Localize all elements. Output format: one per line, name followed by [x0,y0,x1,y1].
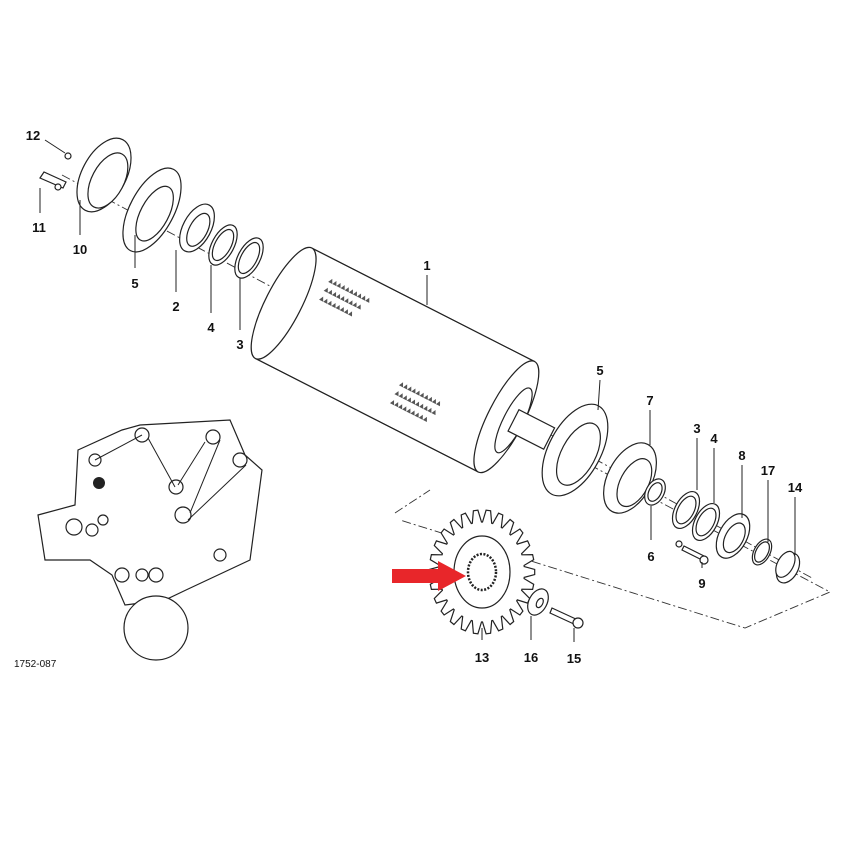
callout-3-right: 3 [693,421,700,436]
callout-9: 9 [698,576,705,591]
ring-3-right [671,491,701,529]
ring-6 [644,478,666,506]
sprocket-spline-bore [466,552,498,592]
plate-5-left [122,167,182,253]
callout-11: 11 [32,220,46,235]
plate-5-right [541,403,609,497]
bearing-2 [179,203,215,253]
callout-7: 7 [646,393,653,408]
callout-4: 4 [207,320,215,335]
callout-16: 16 [524,650,538,665]
callout-8: 8 [738,448,745,463]
callout-3: 3 [236,337,243,352]
seal-4-left [208,224,238,266]
callout-1: 1 [423,258,430,273]
red-arrow-indicator [392,561,466,591]
bolt-11 [39,171,67,191]
callout-10: 10 [73,242,87,257]
callout-5: 5 [131,276,138,291]
washer-16 [527,588,549,616]
callout-17: 17 [761,463,775,478]
callout-4-right: 4 [710,431,718,446]
ring-17 [751,538,773,566]
callout-6: 6 [647,549,654,564]
flange-10 [76,137,132,213]
housing-7 [603,442,657,514]
drawing-code: 1752-087 [14,659,57,670]
screw-12 [64,152,72,160]
callout-5-right: 5 [596,363,603,378]
bushing-14 [775,550,801,584]
bearing-8 [715,513,751,559]
callout-13: 13 [475,650,489,665]
callout-12: 12 [26,128,40,143]
bolt-15 [549,607,584,629]
drum-1: ▲▲▲▲▲▲▲▲▲▲▲▲▲▲▲▲▲▲▲ ▲▲▲▲▲▲▲▲▲▲▲▲▲▲▲▲▲▲ ▲… [250,246,556,474]
assembly-frame [394,464,832,629]
location-inset [37,419,263,661]
callout-14: 14 [788,480,803,495]
seal-4-right [691,503,721,541]
bolt-9 [675,540,709,565]
callout-15: 15 [567,651,581,666]
sprocket-13 [428,509,536,635]
ring-3-left [234,237,264,279]
callout-2: 2 [172,299,179,314]
